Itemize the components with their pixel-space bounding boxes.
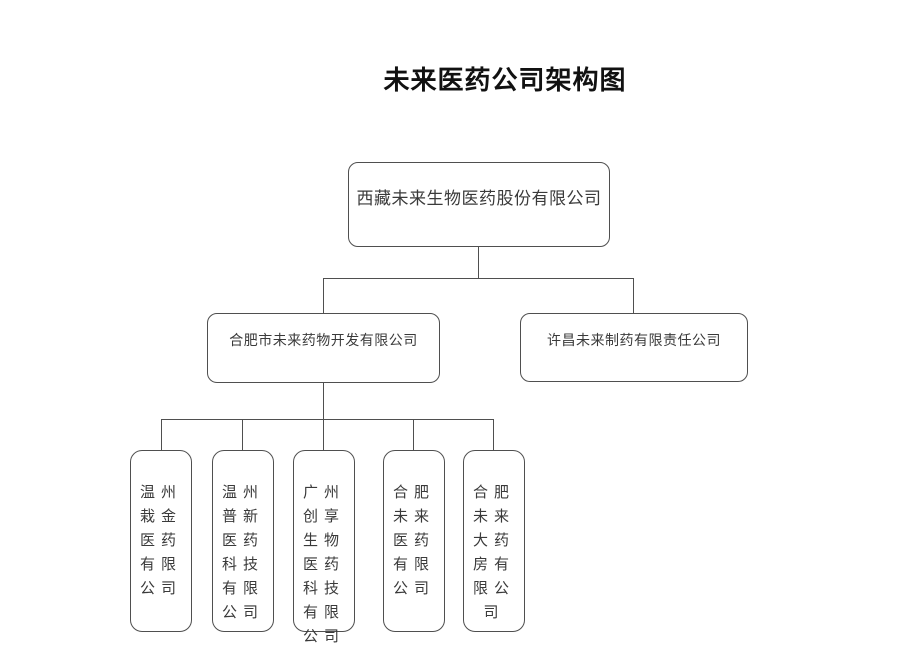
connector-level2-bus	[323, 278, 634, 279]
level3-company-name-1: 温州 栽金 医药 有限 公司	[139, 483, 182, 597]
level2-company-node-2: 许昌未来制药有限责任公司	[520, 313, 748, 382]
connector-level3-drop-3	[323, 419, 324, 450]
level2-company-name-1: 合肥市未来药物开发有限公司	[229, 333, 418, 349]
level3-company-node-1: 温州 栽金 医药 有限 公司	[130, 450, 192, 632]
level3-company-name-5: 合肥 未来 大药 房有 限公 司	[472, 483, 515, 621]
level3-company-node-4: 合肥 未来 医药 有限 公司	[383, 450, 445, 632]
level3-company-node-5: 合肥 未来 大药 房有 限公 司	[463, 450, 525, 632]
root-company-name: 西藏未来生物医药股份有限公司	[356, 189, 602, 209]
connector-level3-drop-5	[493, 419, 494, 450]
page-title: 未来医药公司架构图	[383, 66, 627, 96]
level3-company-name-3: 广州 创享 生物 医药 科技 有限 公司	[302, 483, 345, 645]
level2-company-node-1: 合肥市未来药物开发有限公司	[207, 313, 440, 383]
connector-level3-drop-1	[161, 419, 162, 450]
connector-level2-right	[633, 278, 634, 313]
connector-level3-bus	[161, 419, 494, 420]
level3-company-node-2: 温州 普新 医药 科技 有限 公司	[212, 450, 274, 632]
level3-company-name-4: 合肥 未来 医药 有限 公司	[392, 483, 435, 597]
level3-company-name-2: 温州 普新 医药 科技 有限 公司	[221, 483, 264, 621]
level2-company-name-2: 许昌未来制药有限责任公司	[547, 333, 721, 349]
connector-level3-drop-2	[242, 419, 243, 450]
connector-hefei-down	[323, 383, 324, 419]
connector-root-down	[478, 247, 479, 278]
level3-company-node-3: 广州 创享 生物 医药 科技 有限 公司	[293, 450, 355, 645]
connector-level2-left	[323, 278, 324, 313]
root-company-node: 西藏未来生物医药股份有限公司	[348, 162, 610, 247]
connector-level3-drop-4	[413, 419, 414, 450]
